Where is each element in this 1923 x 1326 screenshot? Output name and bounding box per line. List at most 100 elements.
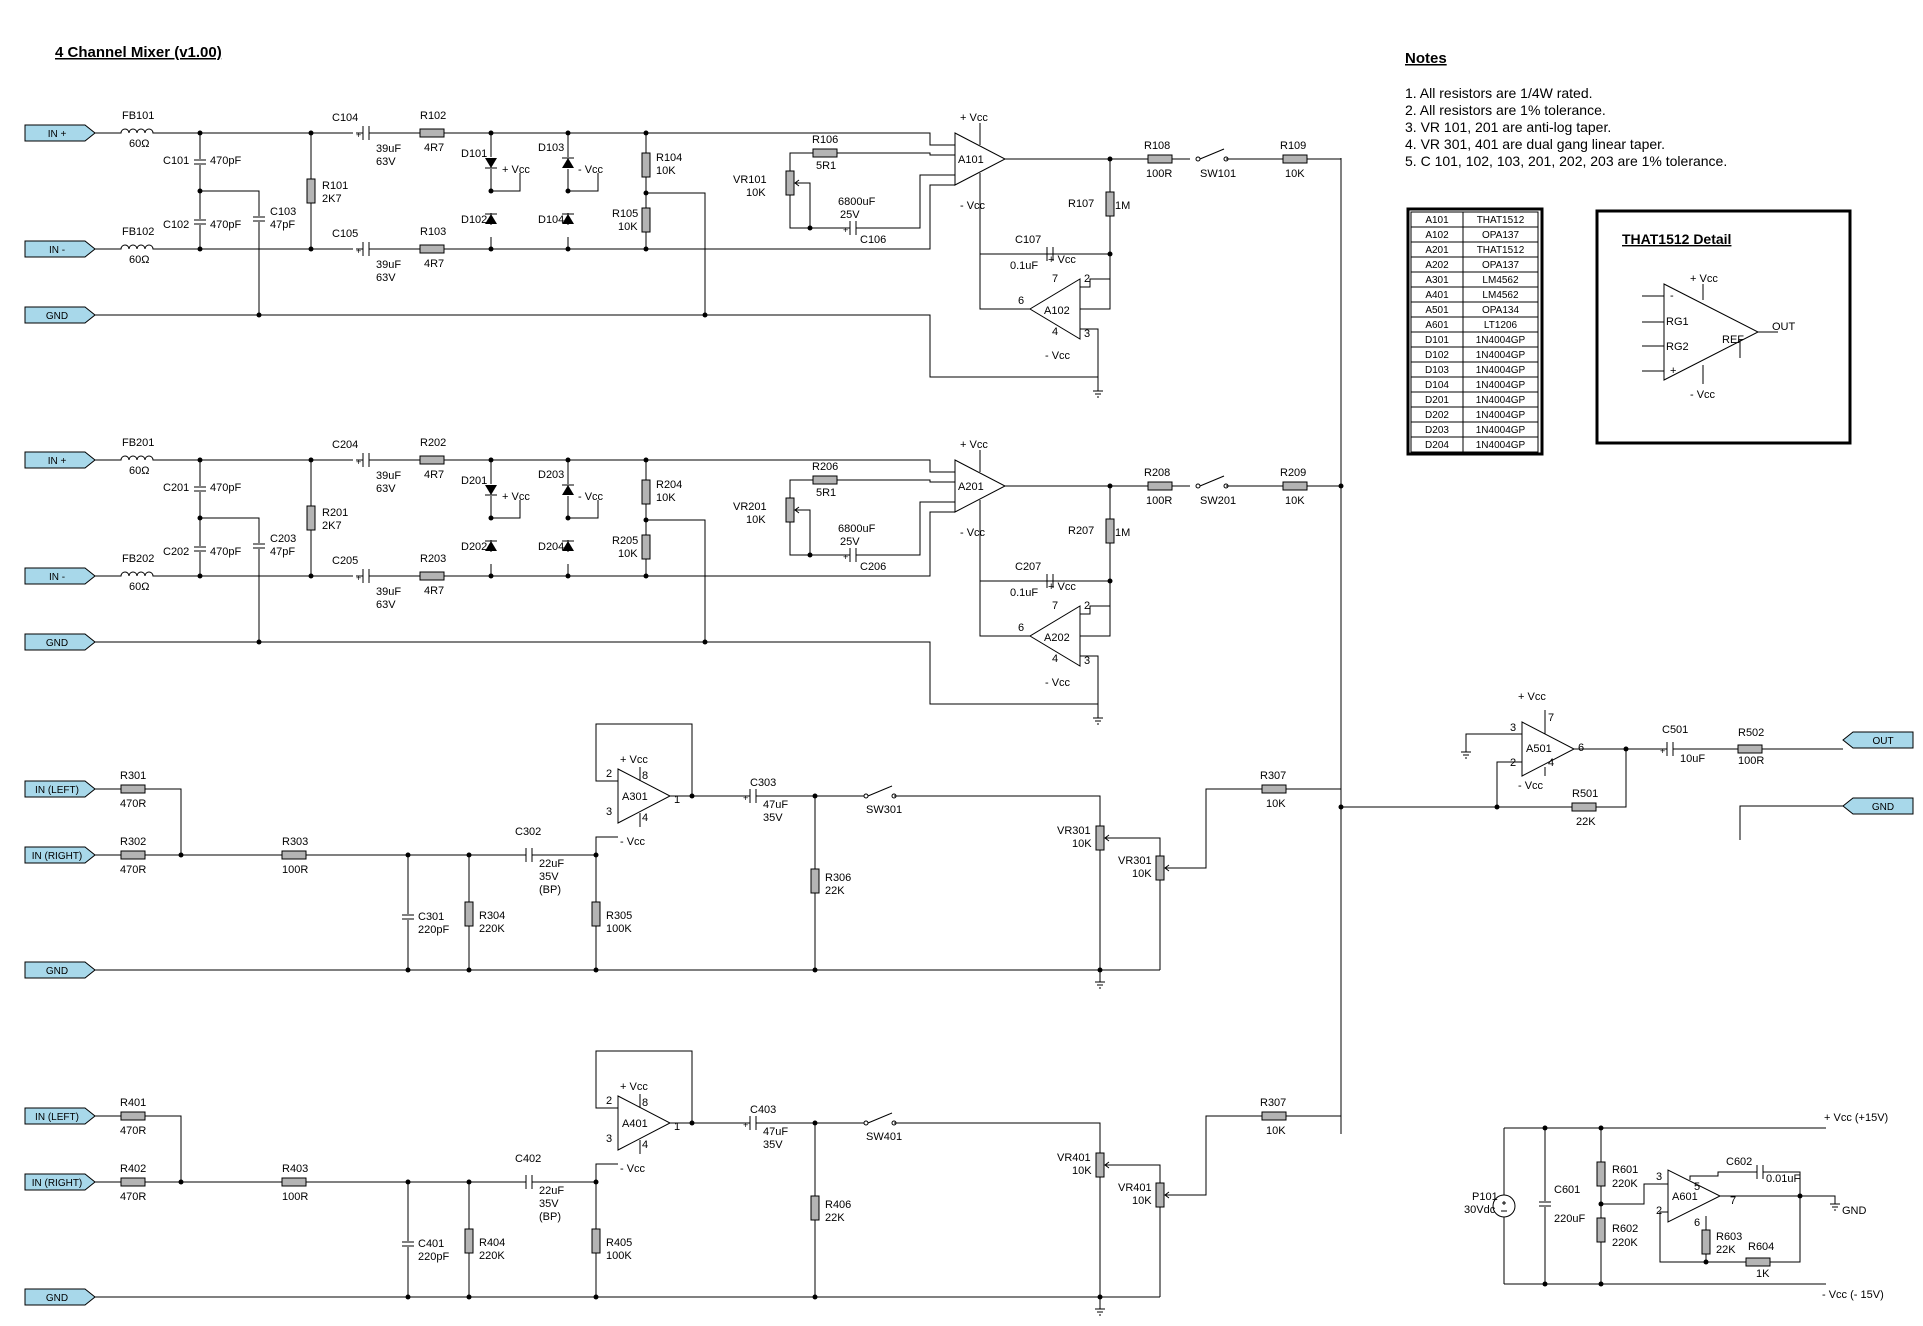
ch1-switch[interactable]	[1195, 148, 1229, 162]
ch1-cs-ref: C107	[1015, 234, 1041, 246]
ch2-rin-b-val: 4R7	[424, 585, 444, 597]
ch2-pin-c: 2	[1084, 600, 1090, 612]
ch2-r-a-val: 2K7	[322, 520, 342, 532]
bom-ref-2: A201	[1425, 245, 1449, 256]
ch2-switch[interactable]	[1195, 475, 1229, 489]
ch3-switch[interactable]	[863, 785, 897, 799]
ch2-cin-a-ref: C204	[332, 439, 358, 451]
psu-res-b	[1745, 1257, 1771, 1267]
ch2-cap-c	[253, 543, 265, 549]
ch4-gnd-port: GND	[24, 1288, 96, 1306]
sum-pin-c: 2	[1510, 757, 1516, 769]
psu-rt-val: 220K	[1612, 1178, 1638, 1190]
ch3-amp-ref: A301	[622, 791, 648, 803]
ch4-vrb-val: 10K	[1132, 1195, 1152, 1207]
ch1-gnd-port-label: GND	[46, 311, 68, 322]
ch1-ro-b-val: 10K	[1285, 168, 1305, 180]
out-gnd-port: GND	[1842, 797, 1914, 815]
bom-ref-7: A601	[1425, 320, 1449, 331]
ch1-diode-b	[485, 213, 497, 224]
bom-ref-14: D203	[1425, 425, 1449, 436]
psu-cd-ref: C602	[1726, 1156, 1752, 1168]
sum-rout-val: 100R	[1738, 755, 1764, 767]
ch4-pot-a[interactable]	[1095, 1152, 1112, 1178]
ch2-res-out-b	[1282, 481, 1308, 491]
ch1-rb-a-ref: R104	[656, 152, 682, 164]
psu-cd-val: 0.01uF	[1766, 1173, 1801, 1185]
svg-text:-: -	[1670, 290, 1674, 302]
sum-res-fb	[1571, 802, 1597, 812]
ch3-cin-val: 22uF	[539, 858, 564, 870]
ch2-d-b-ref: D202	[461, 541, 487, 553]
svg-text:RG2: RG2	[1666, 341, 1689, 353]
ch2-rin-b-ref: R203	[420, 553, 446, 565]
ch3-cin-v: 35V	[539, 871, 559, 883]
ch2-diode-c	[562, 484, 574, 495]
ch4-pot-b[interactable]	[1155, 1182, 1172, 1208]
notes-heading: Notes	[1405, 50, 1447, 67]
ch2-main-amp	[954, 459, 1007, 513]
ch2-res-out-a	[1147, 481, 1173, 491]
ch3-pot-a[interactable]	[1095, 825, 1112, 851]
psu-amp	[1667, 1169, 1722, 1223]
svg-text:+: +	[743, 793, 748, 803]
ch4-gnd-port-label: GND	[46, 1293, 68, 1304]
ch2-pot-gain[interactable]	[785, 497, 802, 523]
ch1-d-neg: - Vcc	[578, 164, 604, 176]
ch1-r-a-ref: R101	[322, 180, 348, 192]
ch4-amp-ref: A401	[622, 1118, 648, 1130]
ch2-c-b-ref: C202	[163, 546, 189, 558]
out-port-label: OUT	[1872, 736, 1893, 747]
bom-part-15: 1N4004GP	[1476, 440, 1526, 451]
ch1-d-d-ref: D104	[538, 214, 564, 226]
psu-pos-rail: + Vcc (+15V)	[1824, 1112, 1888, 1124]
ch2-cg-v: 25V	[840, 536, 860, 548]
ch3-cin-ref: C302	[515, 826, 541, 838]
ch1-cin-a-v: 63V	[376, 156, 396, 168]
ch2-c-c-val: 47pF	[270, 546, 295, 558]
ch3-cout-val: 47uF	[763, 799, 788, 811]
ch1-rg-ref: R106	[812, 134, 838, 146]
ch2-amp-neg: - Vcc	[960, 527, 986, 539]
ch2-rb-a-ref: R204	[656, 479, 682, 491]
bom-ref-4: A301	[1425, 275, 1449, 286]
bom-ref-9: D102	[1425, 350, 1449, 361]
svg-text:+: +	[1670, 365, 1676, 377]
psu-amp-ref: A601	[1672, 1191, 1698, 1203]
ch2-ro-b-val: 10K	[1285, 495, 1305, 507]
ch1-cs-val: 0.1uF	[1010, 260, 1038, 272]
ch3-in-left-port: IN (LEFT)	[24, 780, 96, 798]
ch2-res-in-b	[419, 571, 445, 581]
ch1-cg-v: 25V	[840, 209, 860, 221]
ch3-cf-ref: C301	[418, 911, 444, 923]
ch4-cin-val: 22uF	[539, 1185, 564, 1197]
ch1-rin-a-val: 4R7	[424, 142, 444, 154]
ch1-res-bias-a	[641, 152, 651, 178]
ch2-d-neg: - Vcc	[578, 491, 604, 503]
bom-part-7: LT1206	[1484, 320, 1518, 331]
ch1-pin-a: 6	[1018, 295, 1024, 307]
ch4-switch[interactable]	[863, 1112, 897, 1126]
ch1-fb-b-val: 60Ω	[129, 254, 149, 266]
sum-pin-d: 4	[1548, 757, 1554, 769]
ch1-d-b-ref: D102	[461, 214, 487, 226]
ch1-res-bias-b	[641, 207, 651, 233]
psu-cb-ref: C601	[1554, 1184, 1580, 1196]
ch3-rr-val: 470R	[120, 864, 146, 876]
ch2-gnd-port-label: GND	[46, 638, 68, 649]
ch2-c-a-val: 470pF	[210, 482, 241, 494]
ch1-pot-gain[interactable]	[785, 170, 802, 196]
bom-part-13: 1N4004GP	[1476, 410, 1526, 421]
ch2-d-pos: + Vcc	[502, 491, 530, 503]
ch4-cin-v: 35V	[539, 1198, 559, 1210]
ch3-gnd-port: GND	[24, 961, 96, 979]
ch4-cf-ref: C401	[418, 1238, 444, 1250]
ch1-rb-a-val: 10K	[656, 165, 676, 177]
ch2-cap-servo	[1046, 574, 1054, 588]
sum-cap-out: +	[1660, 742, 1674, 756]
detail-heading: THAT1512 Detail	[1622, 231, 1731, 247]
ch1-cin-b-v: 63V	[376, 272, 396, 284]
ch4-rd-val: 22K	[825, 1212, 845, 1224]
ch3-pot-b[interactable]	[1155, 855, 1172, 881]
